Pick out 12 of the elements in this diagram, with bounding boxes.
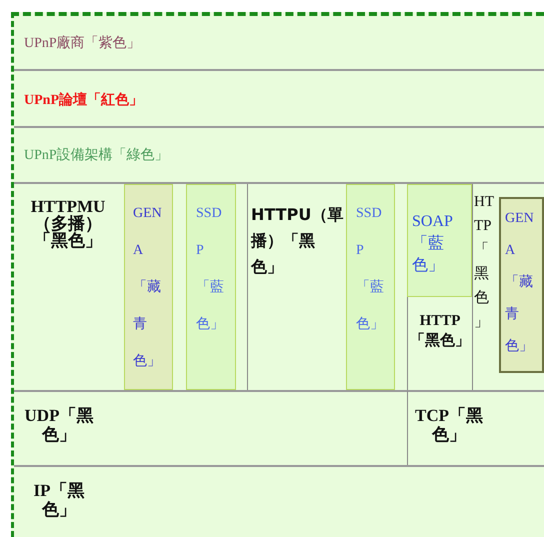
protocol-cell: HTTPMU（多播）「黑色」 bbox=[14, 184, 124, 390]
protocol-cell: UDP「黑色」 bbox=[14, 390, 408, 466]
protocol-cell: GENA「藏青色」 bbox=[499, 197, 544, 373]
protocol-cell: GENA「藏青色」 bbox=[124, 184, 173, 390]
protocol-cell: SSDP「藍色」 bbox=[346, 184, 395, 390]
protocol-cell: TCP「黑色」 bbox=[407, 390, 544, 466]
protocol-cell: IP「黑色」 bbox=[14, 465, 544, 537]
layer-band: UPnP論壇「紅色」 bbox=[14, 71, 544, 128]
protocol-cell: SOAP「藍色」 bbox=[407, 184, 472, 297]
layer-band: UPnP廠商「紫色」 bbox=[14, 16, 544, 71]
protocol-cell: SSDP「藍色」 bbox=[186, 184, 236, 390]
protocol-cell: HTTP「黑色」 bbox=[407, 297, 472, 390]
